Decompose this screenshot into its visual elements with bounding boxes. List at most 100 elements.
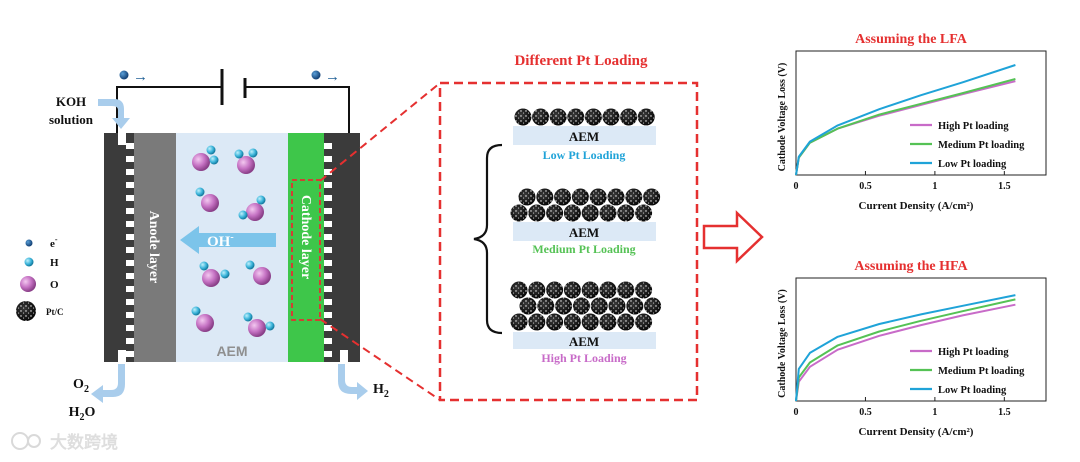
oxygen-atom-icon	[201, 194, 219, 212]
result-arrow	[702, 210, 764, 264]
flow-channel	[324, 325, 332, 331]
zoom-panel-frame	[438, 81, 699, 402]
flow-channel	[126, 195, 134, 201]
plot-frame	[795, 277, 1047, 402]
pt-particle-speckle	[546, 204, 564, 222]
pt-particle-icon	[546, 281, 564, 299]
medium-loading-label: Medium Pt Loading	[532, 242, 635, 256]
cathode-flow-channels	[324, 143, 348, 362]
watermark-logo-icon	[27, 434, 41, 448]
chart-title: Assuming the HFA	[854, 259, 968, 274]
water-molecule	[238, 195, 266, 221]
pt-particle-icon	[607, 188, 625, 206]
pt-particle-icon	[608, 297, 626, 315]
pt-particle-icon	[510, 204, 528, 222]
pt-particle-speckle	[635, 313, 653, 331]
hydrogen-atom-icon	[248, 148, 258, 158]
pt-particle-speckle	[599, 204, 617, 222]
electrolyzer-cell: → → KOH solution AEM Anode layer Cathode…	[49, 68, 389, 423]
pt-particle-icon	[644, 297, 662, 315]
hydroxide-label: OH-	[207, 232, 234, 250]
hydrogen-atom-icon	[199, 261, 209, 271]
pt-particle-icon	[581, 313, 599, 331]
flow-channel	[126, 247, 134, 253]
pt-particle-speckle	[607, 188, 625, 206]
pt-particle-speckle	[514, 108, 532, 126]
flow-channel	[324, 208, 332, 214]
legend-entry: High Pt loading	[938, 121, 1009, 132]
pt-particle-icon	[549, 108, 567, 126]
pt-particle-icon	[589, 188, 607, 206]
high-loading-label: High Pt Loading	[541, 351, 626, 365]
outlet-port	[118, 350, 126, 362]
pt-particle-icon	[635, 313, 653, 331]
x-tick-label: 0.5	[859, 181, 872, 192]
pt-particle-speckle	[519, 297, 537, 315]
pt-particle-icon	[581, 204, 599, 222]
pt-particle-icon	[617, 204, 635, 222]
pt-particle-speckle	[635, 281, 653, 299]
flow-channel	[126, 208, 134, 214]
pt-particle-icon	[518, 188, 536, 206]
oxygen-atom-icon	[20, 276, 36, 292]
pt-particle-icon	[643, 188, 661, 206]
pt-particle-icon	[519, 297, 537, 315]
hydrogen-atom-icon	[195, 187, 205, 197]
pt-particle-icon	[563, 313, 581, 331]
hydrogen-atom-icon	[206, 145, 216, 155]
oxygen-atom-icon	[192, 153, 210, 171]
pt-particle-speckle	[554, 188, 572, 206]
pt-particle-speckle	[590, 297, 608, 315]
water-molecule	[199, 261, 230, 287]
h2o-label: H2O	[69, 405, 96, 423]
pt-particle-icon	[635, 204, 653, 222]
circuit-wire	[116, 86, 222, 133]
x-tick-label: 1	[932, 181, 937, 192]
pt-particle-icon	[590, 297, 608, 315]
panel-title: Different Pt Loading	[514, 53, 648, 69]
aem-strip-high-label: AEM	[569, 334, 599, 349]
pt-particle-speckle	[599, 281, 617, 299]
pt-particle-icon	[537, 297, 555, 315]
pt-particle-speckle	[555, 297, 573, 315]
flow-channel	[126, 286, 134, 292]
flow-channel	[126, 156, 134, 162]
pt-particle-speckle	[567, 108, 585, 126]
pt-particle-speckle	[563, 204, 581, 222]
legend-entry: Medium Pt loading	[938, 366, 1025, 377]
pt-particle-speckle	[546, 281, 564, 299]
x-tick-label: 1	[932, 407, 937, 418]
hydrogen-atom-icon	[191, 306, 201, 316]
flow-channel	[126, 169, 134, 175]
water-molecules	[191, 145, 275, 337]
pt-particle-icon	[528, 204, 546, 222]
hydrogen-atom-icon	[238, 210, 248, 220]
flow-channel	[324, 221, 332, 227]
pt-particle-speckle	[549, 108, 567, 126]
cathode-zoom-box	[291, 179, 321, 321]
anode-layer	[134, 133, 176, 362]
pt-particles	[510, 108, 662, 331]
pt-particle-icon	[528, 313, 546, 331]
x-tick-label: 0	[794, 407, 799, 418]
y-axis-label: Cathode Voltage Loss (V)	[777, 63, 788, 172]
flow-channel	[126, 338, 134, 344]
pt-particle-speckle	[518, 188, 536, 206]
flow-channel	[126, 273, 134, 279]
x-tick-label: 0.5	[859, 407, 872, 418]
water-molecule	[243, 312, 275, 337]
pt-particle-icon	[563, 281, 581, 299]
x-tick-label: 1.5	[998, 407, 1011, 418]
pt-particle-icon	[637, 108, 655, 126]
inlet-port	[118, 133, 126, 145]
x-tick-label: 0	[794, 181, 799, 192]
pt-particle-speckle	[617, 204, 635, 222]
pt-particle-speckle	[563, 281, 581, 299]
water-molecule	[191, 306, 214, 332]
pt-particle-icon	[617, 313, 635, 331]
o2-outlet-arrow	[91, 364, 125, 403]
series-line	[795, 294, 1016, 402]
flow-channel	[126, 143, 134, 149]
oxygen-atom-icon	[253, 267, 271, 285]
oxygen-atom-icon	[237, 156, 255, 174]
